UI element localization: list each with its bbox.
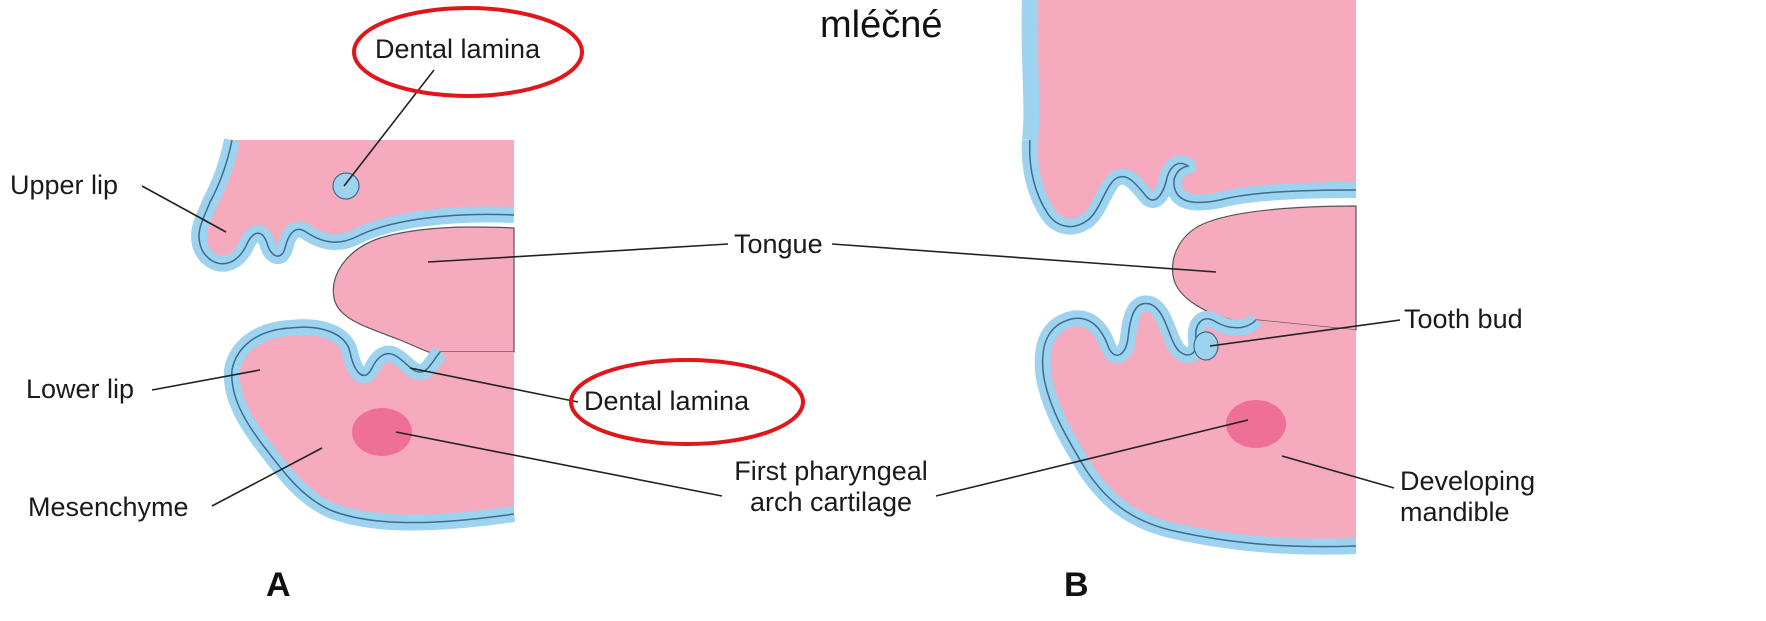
label-pharyngeal-cartilage: First pharyngeal arch cartilage	[726, 456, 936, 518]
label-developing-mandible: Developing mandible	[1400, 466, 1535, 528]
leader-tongue-b	[832, 244, 1216, 272]
panel-letter-a: A	[266, 566, 291, 605]
label-dental-lamina-mid: Dental lamina	[584, 386, 749, 417]
label-pharyngeal-line2: arch cartilage	[726, 487, 936, 518]
label-mesenchyme: Mesenchyme	[28, 492, 189, 523]
label-lower-lip: Lower lip	[26, 374, 134, 405]
tongue-b	[1172, 206, 1356, 330]
tongue-a	[333, 227, 514, 353]
page-title: mléčné	[820, 4, 943, 47]
label-pharyngeal-line1: First pharyngeal	[726, 456, 936, 487]
label-developing-line2: mandible	[1400, 497, 1535, 528]
dental-lamina-bud-top-a	[333, 173, 359, 199]
panel-letter-b: B	[1064, 566, 1089, 605]
label-dental-lamina-top: Dental lamina	[375, 34, 540, 65]
label-tooth-bud: Tooth bud	[1404, 304, 1523, 335]
upper-epithelium-left-b	[1030, 0, 1032, 140]
label-upper-lip: Upper lip	[10, 170, 118, 201]
label-developing-line1: Developing	[1400, 466, 1535, 497]
pharyngeal-cartilage-a	[352, 408, 412, 456]
pharyngeal-cartilage-b	[1226, 400, 1286, 448]
label-tongue: Tongue	[734, 229, 823, 260]
